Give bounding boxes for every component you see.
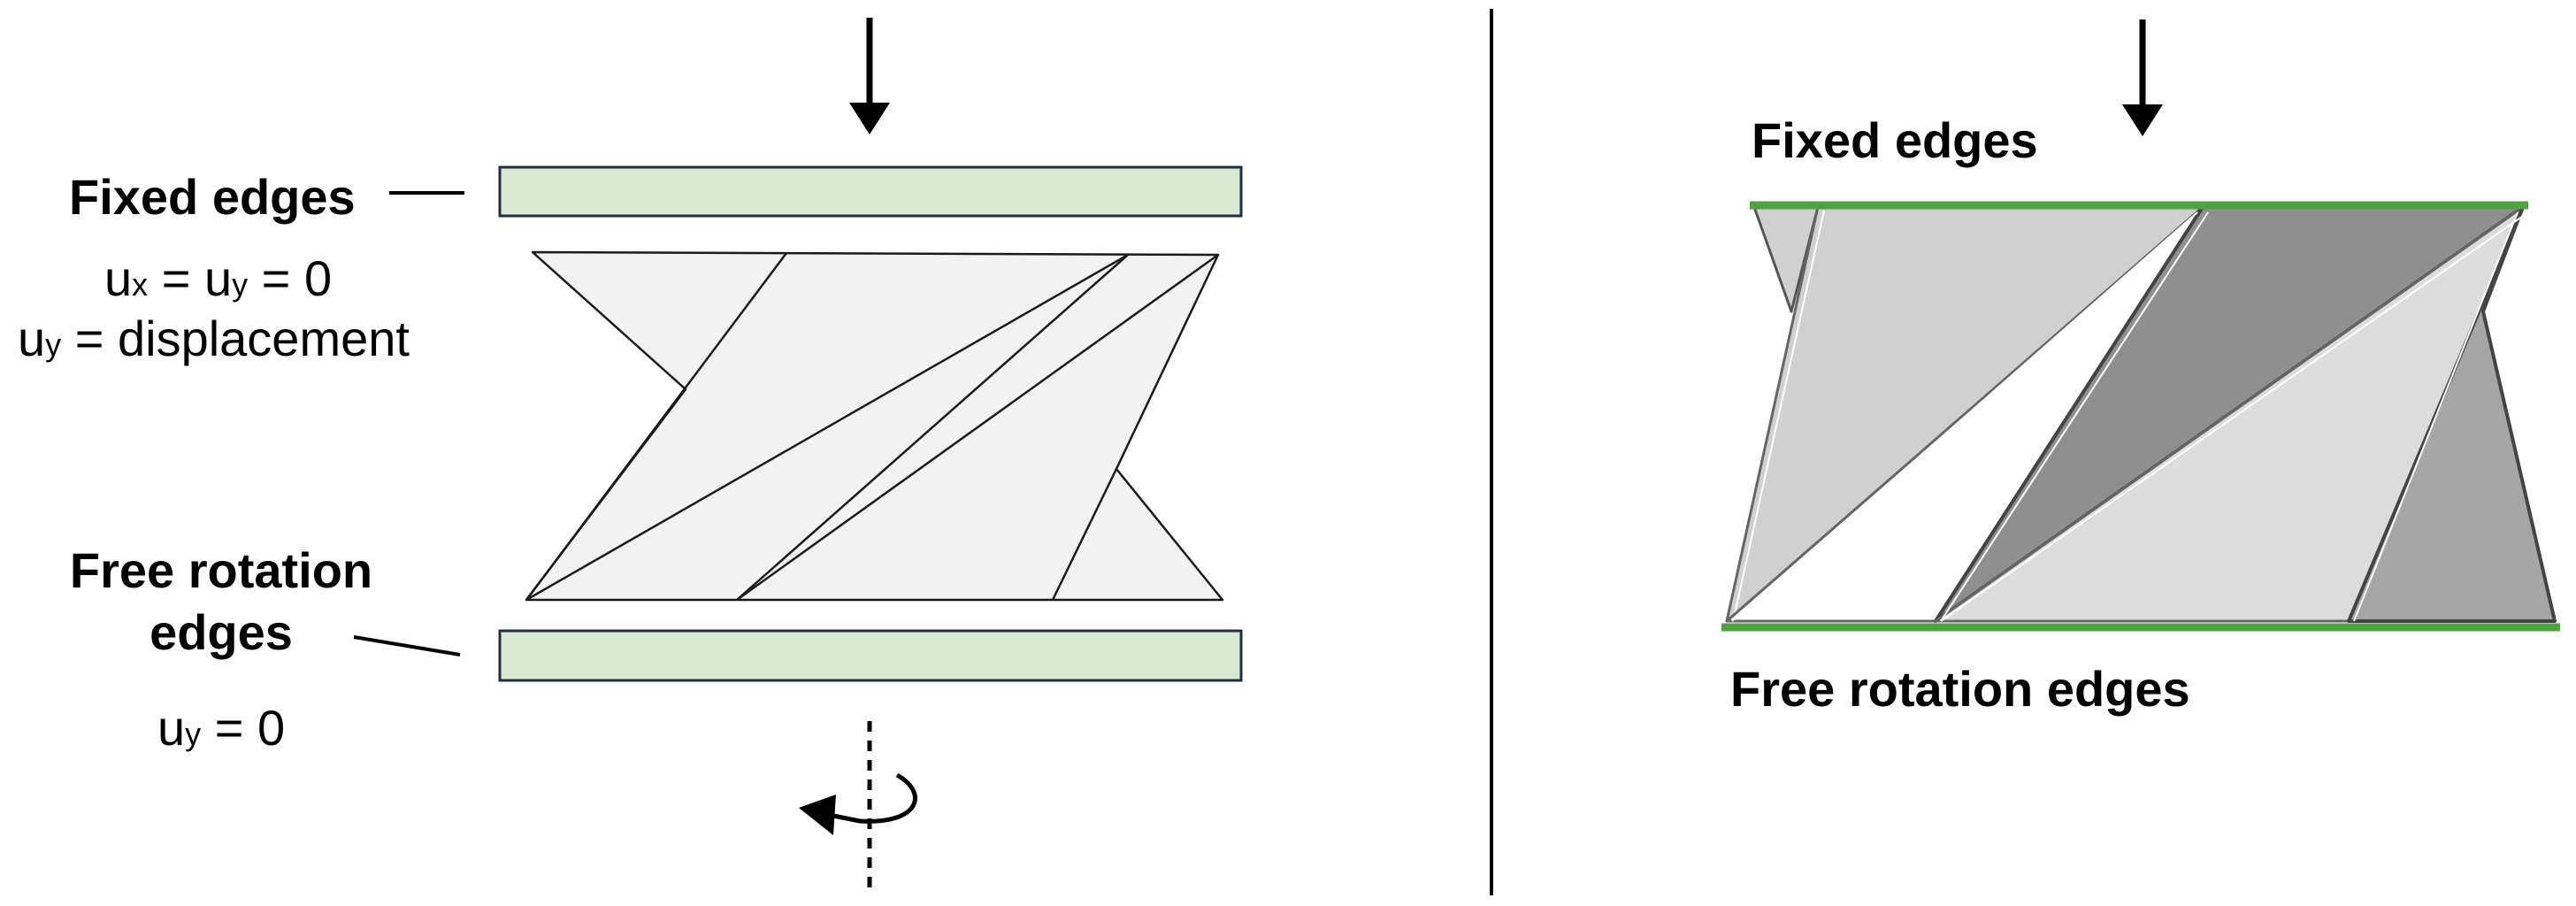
u-symbol: u (18, 311, 46, 366)
y-subscript: y (185, 716, 202, 752)
right-fixed-edges-label: Fixed edges (1752, 112, 2038, 168)
left-panel (353, 18, 1243, 887)
origami-panel (525, 250, 1224, 602)
equation-end: = displacement (61, 311, 410, 366)
right-free-rotation-label: Free rotation edges (1730, 661, 2190, 717)
label-line-1: Free rotation (69, 542, 373, 598)
top-plate (498, 165, 1243, 218)
rotation-arrow-icon (799, 772, 917, 835)
left-free-condition: uy = 0 (157, 699, 285, 756)
right-panel (1721, 19, 2560, 632)
left-fixed-condition-1: ux = uy = 0 (104, 250, 332, 307)
down-arrow-icon (849, 18, 890, 134)
equation-end: = 0 (248, 250, 333, 306)
folded-origami (1725, 205, 2557, 623)
u-symbol: u (157, 700, 186, 756)
x-subscript: x (132, 266, 149, 303)
equation-end: = 0 (201, 700, 286, 756)
left-fixed-condition-2: uy = displacement (18, 310, 410, 367)
y-subscript: y (232, 266, 249, 303)
right-flap (2347, 205, 2557, 623)
left-fixed-edges-label: Fixed edges (69, 169, 356, 225)
label-line-2: edges (150, 604, 293, 660)
free-edges-leader (353, 635, 461, 656)
down-arrow-icon (2122, 19, 2163, 136)
left-free-rotation-label: Free rotation edges (35, 540, 407, 664)
equation-mid: = u (148, 250, 233, 306)
u-symbol: u (104, 250, 133, 306)
bottom-plate (498, 629, 1243, 682)
y-subscript: y (45, 326, 62, 363)
